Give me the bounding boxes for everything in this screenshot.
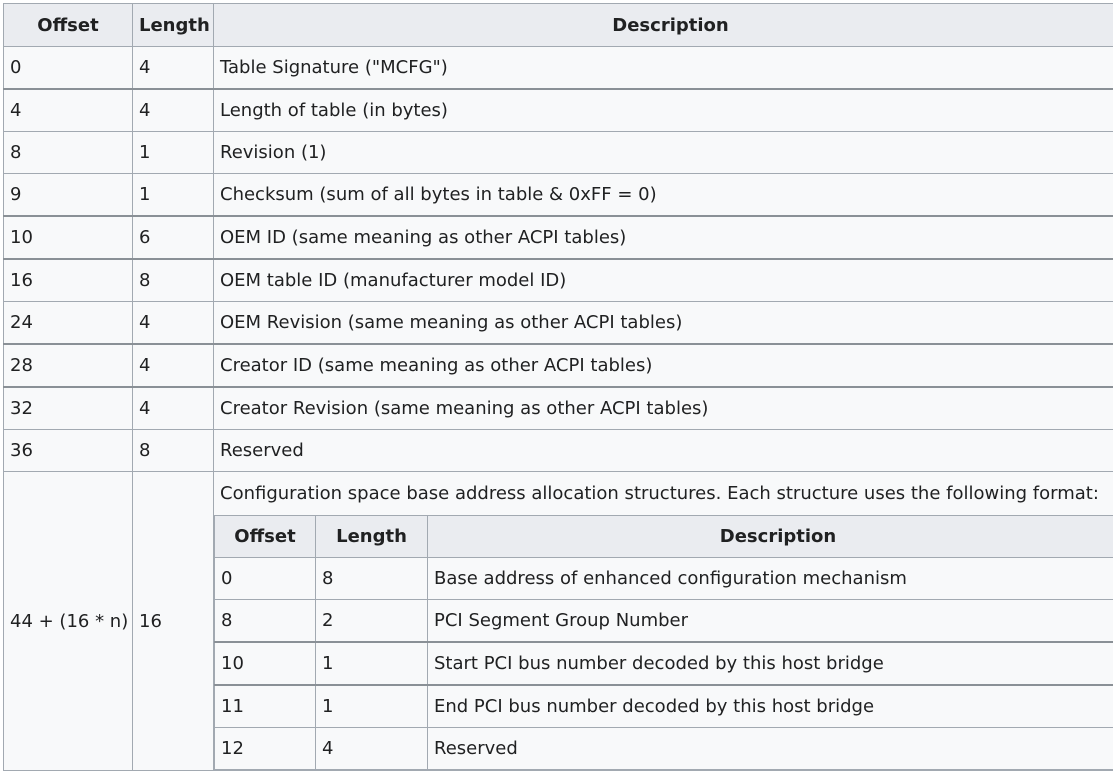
table-row: 9 1 Checksum (sum of all bytes in table … (4, 174, 1113, 217)
offset-cell: 8 (4, 132, 133, 174)
sub-length-cell: 1 (316, 685, 428, 728)
offset-cell: 36 (4, 430, 133, 472)
length-cell: 4 (133, 302, 214, 345)
sub-length-cell: 4 (316, 728, 428, 770)
table-row: 10 6 OEM ID (same meaning as other ACPI … (4, 216, 1113, 259)
sub-length-cell: 8 (316, 558, 428, 600)
length-cell: 1 (133, 174, 214, 217)
offset-cell: 16 (4, 259, 133, 302)
table-row: 4 4 Length of table (in bytes) (4, 89, 1113, 132)
sub-description-cell: Start PCI bus number decoded by this hos… (428, 642, 1113, 685)
description-cell: Reserved (214, 430, 1113, 472)
sub-table-row: 11 1 End PCI bus number decoded by this … (215, 685, 1113, 728)
header-length: Length (133, 4, 214, 47)
table-row: 24 4 OEM Revision (same meaning as other… (4, 302, 1113, 345)
description-cell: OEM ID (same meaning as other ACPI table… (214, 216, 1113, 259)
offset-cell: 24 (4, 302, 133, 345)
alloc-caption: Configuration space base address allocat… (214, 472, 1113, 515)
length-cell: 6 (133, 216, 214, 259)
offset-cell: 0 (4, 47, 133, 90)
sub-table-row: 10 1 Start PCI bus number decoded by thi… (215, 642, 1113, 685)
sub-description-cell: End PCI bus number decoded by this host … (428, 685, 1113, 728)
table-row: 28 4 Creator ID (same meaning as other A… (4, 344, 1113, 387)
sub-description-cell: Base address of enhanced configuration m… (428, 558, 1113, 600)
sub-header-length: Length (316, 516, 428, 558)
sub-description-cell: PCI Segment Group Number (428, 600, 1113, 643)
table-row: 0 4 Table Signature ("MCFG") (4, 47, 1113, 90)
length-cell: 8 (133, 430, 214, 472)
description-cell: Checksum (sum of all bytes in table & 0x… (214, 174, 1113, 217)
offset-cell: 10 (4, 216, 133, 259)
sub-offset-cell: 8 (215, 600, 316, 643)
table-row: 16 8 OEM table ID (manufacturer model ID… (4, 259, 1113, 302)
table-row: 32 4 Creator Revision (same meaning as o… (4, 387, 1113, 430)
table-row: 8 1 Revision (1) (4, 132, 1113, 174)
alloc-offset-cell: 44 + (16 * n) (4, 472, 133, 771)
sub-offset-cell: 0 (215, 558, 316, 600)
sub-header-row: Offset Length Description (215, 516, 1113, 558)
sub-offset-cell: 11 (215, 685, 316, 728)
header-offset: Offset (4, 4, 133, 47)
alloc-structure-table: Offset Length Description 0 8 Base addre… (214, 515, 1113, 770)
sub-table-row: 0 8 Base address of enhanced configurati… (215, 558, 1113, 600)
sub-length-cell: 1 (316, 642, 428, 685)
description-cell: OEM Revision (same meaning as other ACPI… (214, 302, 1113, 345)
offset-cell: 32 (4, 387, 133, 430)
length-cell: 4 (133, 47, 214, 90)
sub-length-cell: 2 (316, 600, 428, 643)
length-cell: 1 (133, 132, 214, 174)
sub-table-row: 12 4 Reserved (215, 728, 1113, 770)
sub-table-row: 8 2 PCI Segment Group Number (215, 600, 1113, 643)
description-cell: Creator Revision (same meaning as other … (214, 387, 1113, 430)
header-description: Description (214, 4, 1113, 47)
offset-cell: 9 (4, 174, 133, 217)
sub-offset-cell: 10 (215, 642, 316, 685)
sub-description-cell: Reserved (428, 728, 1113, 770)
length-cell: 4 (133, 387, 214, 430)
mcfg-table: Offset Length Description 0 4 Table Sign… (3, 3, 1113, 771)
description-cell: Revision (1) (214, 132, 1113, 174)
description-cell: Length of table (in bytes) (214, 89, 1113, 132)
sub-header-offset: Offset (215, 516, 316, 558)
alloc-row: 44 + (16 * n) 16 Configuration space bas… (4, 472, 1113, 771)
alloc-description-cell: Configuration space base address allocat… (214, 472, 1113, 771)
sub-offset-cell: 12 (215, 728, 316, 770)
length-cell: 4 (133, 344, 214, 387)
length-cell: 8 (133, 259, 214, 302)
description-cell: Table Signature ("MCFG") (214, 47, 1113, 90)
header-row: Offset Length Description (4, 4, 1113, 47)
alloc-length-cell: 16 (133, 472, 214, 771)
sub-header-description: Description (428, 516, 1113, 558)
offset-cell: 28 (4, 344, 133, 387)
description-cell: OEM table ID (manufacturer model ID) (214, 259, 1113, 302)
length-cell: 4 (133, 89, 214, 132)
description-cell: Creator ID (same meaning as other ACPI t… (214, 344, 1113, 387)
table-row: 36 8 Reserved (4, 430, 1113, 472)
offset-cell: 4 (4, 89, 133, 132)
